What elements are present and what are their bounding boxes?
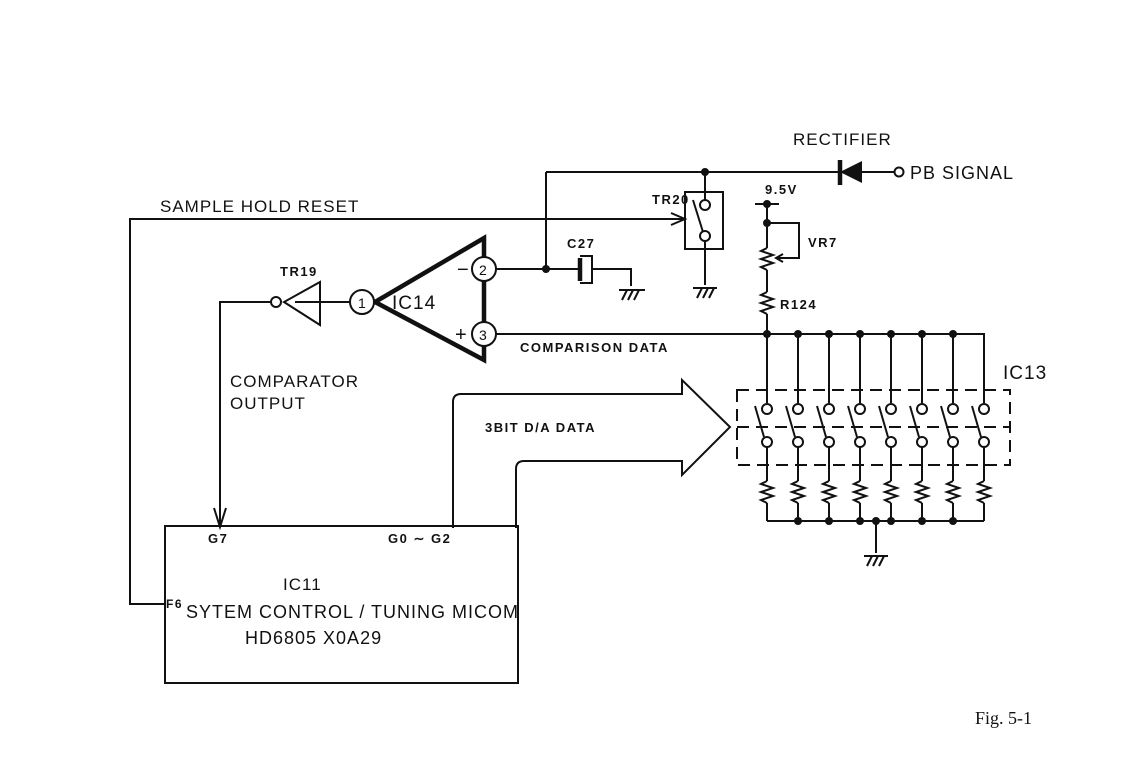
resistor-icon <box>974 480 994 504</box>
switch-contact <box>978 403 990 415</box>
switch-blade <box>816 405 827 438</box>
voltage-label: 9.5V <box>765 182 798 197</box>
resistor-icon <box>881 480 901 504</box>
arrow-icon <box>670 212 688 226</box>
ground-icon <box>693 287 717 299</box>
junction-dot <box>872 517 880 525</box>
junction-dot <box>794 330 802 338</box>
comparator-output-label-line2: OUTPUT <box>230 394 306 413</box>
tr19-inverter-icon <box>270 280 321 327</box>
switch-contact <box>854 403 866 415</box>
capacitor-c27-icon <box>490 255 632 286</box>
switch-contact <box>885 403 897 415</box>
c27-label: C27 <box>567 236 595 251</box>
junction-dot <box>949 330 957 338</box>
ic11-microcontroller <box>164 525 519 684</box>
switch-contact <box>761 403 773 415</box>
switch-blade <box>878 405 889 438</box>
switch-blade <box>754 405 765 438</box>
tr20-label: TR20 <box>652 192 690 207</box>
sample-hold-reset-label: SAMPLE HOLD RESET <box>160 197 359 216</box>
resistor-icon <box>850 480 870 504</box>
ground-icon <box>619 289 645 301</box>
ic14-pin2 <box>471 256 497 282</box>
pin-g0-g2-label: G0 ∼ G2 <box>388 531 451 546</box>
ic14-pin3-label: 3 <box>479 327 487 343</box>
ic14-pin2-label: 2 <box>479 262 487 278</box>
switch-contact <box>792 436 804 448</box>
pin-g7-label: G7 <box>208 531 228 546</box>
switch-contact <box>947 436 959 448</box>
comparator-output-label-line1: COMPARATOR <box>230 372 359 391</box>
junction-dot <box>825 330 833 338</box>
r124-label: R124 <box>780 297 817 312</box>
rectifier-label: RECTIFIER <box>793 130 892 149</box>
r124-resistor-icon <box>757 291 777 334</box>
junction-dot <box>856 330 864 338</box>
rectifier-diode-icon <box>837 160 862 185</box>
minus-sign: − <box>457 259 470 281</box>
figure-caption: Fig. 5-1 <box>975 708 1032 728</box>
ic14-pin1 <box>349 289 375 315</box>
switch-contact <box>916 403 928 415</box>
ic13-label: IC13 <box>1003 363 1047 384</box>
junction-dot <box>918 330 926 338</box>
switch-contact <box>761 436 773 448</box>
ground-icon <box>864 521 888 567</box>
switch-blade <box>847 405 858 438</box>
switch-contact <box>792 403 804 415</box>
switch-contact <box>823 403 835 415</box>
switch-contact <box>823 436 835 448</box>
junction-dot <box>763 330 771 338</box>
resistor-icon <box>788 480 808 504</box>
switch-contact <box>885 436 897 448</box>
pb-signal-label: PB SIGNAL <box>910 163 1014 183</box>
resistor-icon <box>943 480 963 504</box>
da-data-bus-arrow <box>452 377 732 528</box>
tr20-switch <box>684 172 724 285</box>
plus-sign: + <box>455 324 468 346</box>
ic11-name: IC11 <box>283 575 322 594</box>
ic14-pin1-label: 1 <box>358 295 366 311</box>
resistor-icon <box>757 480 777 504</box>
ic11-description: SYTEM CONTROL / TUNING MICOM <box>186 602 519 622</box>
pin-f6-label: F6 <box>166 597 183 611</box>
junction-dot <box>887 330 895 338</box>
vr7-potentiometer-icon <box>757 204 800 292</box>
comparator-output-wire <box>219 301 271 527</box>
ic14-label: IC14 <box>392 293 436 314</box>
sample-hold-reset-wire <box>129 218 685 605</box>
switch-contact <box>854 436 866 448</box>
switch-contact <box>947 403 959 415</box>
ic14-comparator <box>295 234 487 364</box>
switch-blade <box>940 405 951 438</box>
switch-contact <box>978 436 990 448</box>
switch-blade <box>971 405 982 438</box>
tr19-label: TR19 <box>280 264 318 279</box>
ic11-part-number: HD6805 X0A29 <box>245 628 382 648</box>
comparison-data-label: COMPARISON DATA <box>520 340 669 355</box>
da-data-label: 3BIT D/A DATA <box>485 420 596 435</box>
resistor-icon <box>819 480 839 504</box>
switch-contact <box>916 436 928 448</box>
switch-blade <box>785 405 796 438</box>
pb-signal-terminal <box>893 166 905 178</box>
resistor-icon <box>912 480 932 504</box>
switch-blade <box>909 405 920 438</box>
vr7-label: VR7 <box>808 235 838 250</box>
